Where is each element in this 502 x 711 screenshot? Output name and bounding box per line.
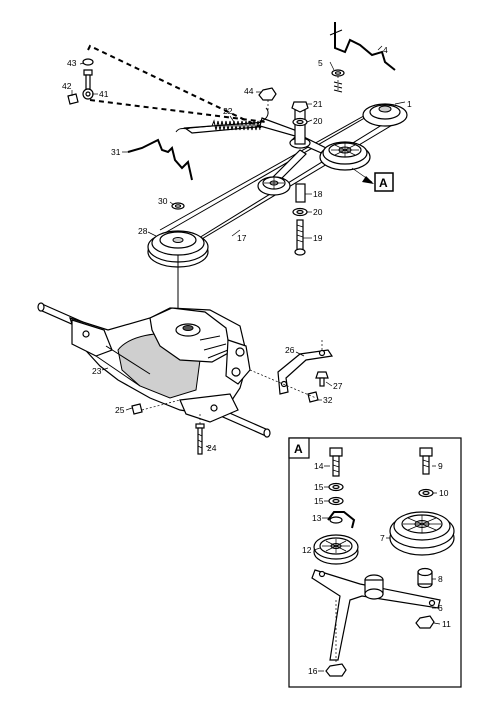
callout-44: 44 (244, 86, 254, 96)
upper-washer-and-nut (291, 101, 309, 127)
callout-20-upper: 20 (313, 116, 323, 126)
detail-callout-10: 10 (439, 488, 449, 498)
detail-nut-16 (325, 663, 347, 677)
callout-17: 17 (237, 233, 247, 243)
callout-30: 30 (158, 196, 168, 206)
callout-24: 24 (207, 443, 217, 453)
detail-v-pulley-7 (389, 511, 455, 556)
detail-spacer-8 (417, 567, 433, 589)
detail-callout-6: 6 (438, 603, 443, 613)
callout-20-lower: 20 (313, 207, 323, 217)
detail-callout-12: 12 (302, 545, 312, 555)
detail-callout-7: 7 (380, 533, 385, 543)
detail-callout-14: 14 (314, 461, 324, 471)
spacer-and-bolt (292, 183, 308, 256)
callout-5: 5 (318, 58, 323, 68)
detail-a-box: A (288, 437, 462, 688)
detail-bolt-14 (329, 447, 343, 477)
control-rod (127, 138, 193, 181)
detail-idler-bracket-6 (311, 569, 441, 661)
callout-42: 42 (62, 81, 72, 91)
eye-bolt-assembly (67, 44, 267, 129)
main-callouts: 1 4 5 17 18 19 20 20 21 22 23 24 25 26 2… (62, 45, 412, 453)
callout-18: 18 (313, 189, 323, 199)
callout-23: 23 (92, 366, 102, 376)
detail-callout-15-lower: 15 (314, 496, 324, 506)
callout-1: 1 (407, 99, 412, 109)
detail-a-box-label: A (294, 442, 303, 456)
detail-belt-guide-13 (327, 511, 356, 529)
hex-nut-44 (258, 87, 277, 115)
transaxle (37, 302, 271, 438)
tension-spring (175, 107, 269, 133)
washer-30 (171, 202, 185, 210)
transmission-pulley (147, 230, 209, 320)
detail-bolt-9 (419, 447, 433, 475)
callout-28: 28 (138, 226, 148, 236)
detail-a-flag-label: A (379, 176, 388, 190)
callout-25: 25 (115, 405, 125, 415)
belt-guide-rod (329, 22, 396, 93)
mounting-bracket (249, 340, 334, 403)
callout-19: 19 (313, 233, 323, 243)
callout-4: 4 (383, 45, 388, 55)
callout-32: 32 (323, 395, 333, 405)
detail-callout-15-upper: 15 (314, 482, 324, 492)
detail-callout-9: 9 (438, 461, 443, 471)
callout-43: 43 (67, 58, 77, 68)
detail-callout-16: 16 (308, 666, 318, 676)
callout-31: 31 (111, 147, 121, 157)
detail-callout-13: 13 (312, 513, 322, 523)
detail-a-flag: A (351, 167, 394, 192)
detail-flat-pulley-12 (313, 534, 359, 565)
detail-nut-11 (415, 615, 435, 629)
engine-pulley (362, 103, 408, 127)
callout-27: 27 (333, 381, 343, 391)
callout-21: 21 (313, 99, 323, 109)
callout-leaders (71, 45, 406, 449)
callout-26: 26 (285, 345, 295, 355)
transaxle-bolt (131, 399, 205, 455)
callout-22: 22 (223, 106, 233, 116)
idler-pulley (319, 141, 371, 171)
callout-41: 41 (99, 89, 109, 99)
detail-callout-11: 11 (442, 619, 451, 629)
flat-idler-pulley (257, 176, 291, 196)
detail-callout-8: 8 (438, 574, 443, 584)
